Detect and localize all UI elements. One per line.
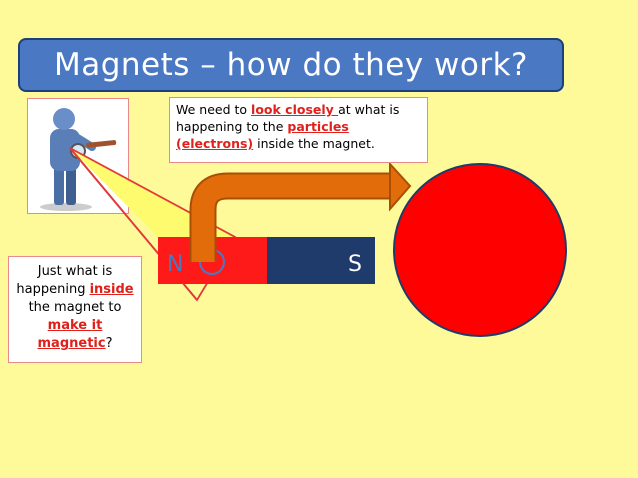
question-text-3: ? — [105, 336, 113, 351]
question-highlight-make-it-magnetic: make it magnetic — [37, 318, 106, 351]
explanation-callout: We need to look closely at what is happe… — [169, 97, 428, 163]
callout-text-4: inside the magnet. — [253, 136, 375, 151]
arrow-body — [191, 174, 392, 262]
callout-highlight-electrons: (electrons) — [176, 136, 254, 151]
callout-highlight-particles: particles — [287, 119, 349, 134]
person-with-magnifier-icon — [40, 108, 117, 211]
magnet-north-label: N — [167, 252, 184, 277]
callout-text-1: We need to — [176, 102, 252, 117]
question-text-2: the magnet to — [28, 300, 122, 315]
callout-highlight-look-closely: look closely — [251, 102, 339, 117]
magnet-south-label: S — [348, 252, 362, 277]
question-box: Just what is happening inside the magnet… — [8, 256, 142, 363]
magnet-south — [267, 237, 375, 284]
question-text-1: Just what is happening — [16, 264, 113, 297]
page-title: Magnets – how do they work? — [53, 47, 529, 83]
question-highlight-inside: inside — [89, 282, 134, 297]
title-banner: Magnets – how do they work? — [18, 38, 564, 92]
zoom-circle — [393, 163, 567, 337]
callout-text-2: at what is happening to the — [176, 102, 400, 134]
arrow-head — [389, 161, 412, 212]
